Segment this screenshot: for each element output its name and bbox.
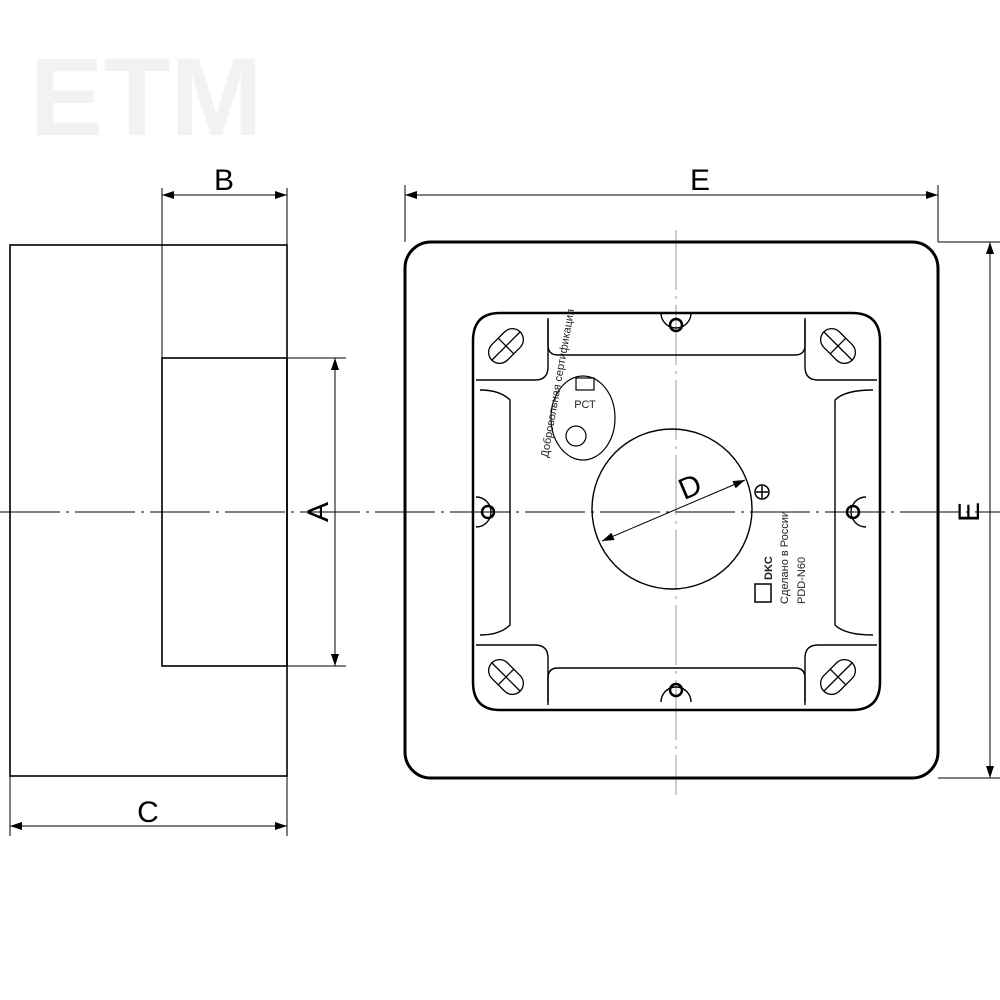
certification-text: Добровольная сертификация [539, 308, 577, 458]
mounting-holes [475, 312, 867, 703]
watermark: ETM [30, 36, 262, 159]
dimension-lines-front [405, 191, 994, 778]
brand-logo-mark [754, 583, 772, 603]
dimension-label-a: A [302, 502, 335, 522]
certification-mark [550, 375, 616, 461]
ground-symbol-icon [754, 484, 770, 500]
dimension-label-e-top: E [690, 164, 710, 197]
dimension-lines-side [10, 191, 339, 830]
dimension-label-b: B [214, 164, 234, 197]
model-text: PDD-N60 [796, 557, 808, 604]
front-view [403, 185, 1000, 780]
side-view [9, 188, 346, 836]
dimension-label-c: C [137, 796, 159, 829]
brand-logo: DKC [763, 556, 775, 580]
dimension-label-e-right: E [953, 502, 986, 522]
dimension-label-d: D [674, 468, 707, 507]
made-in-text: Сделано в России [779, 511, 791, 604]
cert-mark-text: РСТ [574, 399, 596, 411]
